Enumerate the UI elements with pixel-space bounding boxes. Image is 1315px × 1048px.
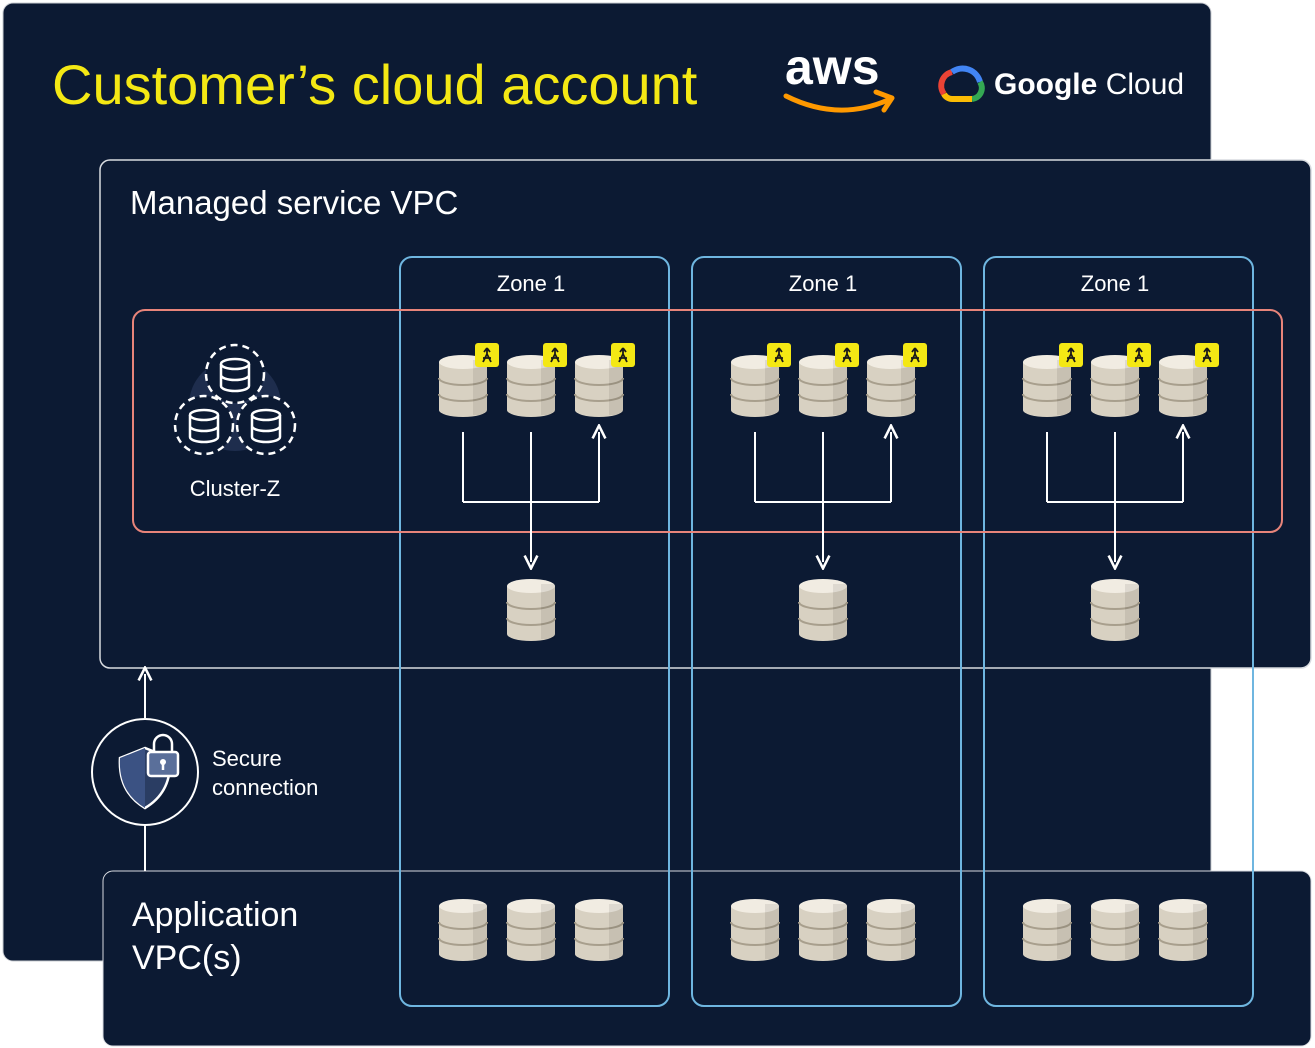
aws-label: aws	[785, 39, 880, 95]
cluster-label: Cluster-Z	[190, 476, 280, 501]
storage-db-icon	[798, 578, 848, 642]
aws-logo: aws	[783, 39, 895, 113]
node-badge-icon	[1058, 342, 1084, 368]
page-title: Customer’s cloud account	[52, 53, 698, 116]
secure-connection-label-line2: connection	[212, 775, 318, 800]
application-vpc-label-line2: VPC(s)	[132, 939, 242, 977]
node-badge-icon	[766, 342, 792, 368]
zone-label-3: Zone 1	[1081, 271, 1150, 296]
app-db-icon	[438, 898, 488, 962]
secure-connection-label-line1: Secure	[212, 746, 282, 771]
zone-3-nodes	[1022, 342, 1220, 642]
zone-box-2	[691, 256, 962, 1007]
node-badge-icon	[474, 342, 500, 368]
cluster-databases-icon	[173, 343, 297, 456]
storage-db-icon	[1090, 578, 1140, 642]
google-cloud-logo: Google Cloud	[938, 65, 1184, 102]
google-label: Google	[994, 68, 1097, 101]
app-db-icon	[1158, 898, 1208, 962]
shield-lock-icon	[91, 718, 199, 826]
google-cloud-label: Google Cloud	[994, 68, 1184, 101]
application-vpc-panel	[102, 870, 1312, 1047]
node-badge-icon	[834, 342, 860, 368]
managed-vpc-panel	[99, 159, 1312, 669]
zone-box-3	[983, 256, 1254, 1007]
zone-label-1: Zone 1	[497, 271, 566, 296]
aws-smile-arrow-icon	[783, 93, 891, 113]
app-db-icon	[866, 898, 916, 962]
node-badge-icon	[902, 342, 928, 368]
app-db-icon	[1022, 898, 1072, 962]
application-dbs	[438, 898, 1208, 962]
node-badge-icon	[542, 342, 568, 368]
zone-box-1	[399, 256, 670, 1007]
node-badge-icon	[1194, 342, 1220, 368]
app-db-icon	[506, 898, 556, 962]
cluster-box	[132, 309, 1283, 533]
app-db-icon	[730, 898, 780, 962]
app-db-icon	[574, 898, 624, 962]
zone-2-nodes	[730, 342, 928, 642]
zone-label-2: Zone 1	[789, 271, 858, 296]
app-db-icon	[1090, 898, 1140, 962]
zone-1-nodes	[438, 342, 636, 642]
managed-vpc-label: Managed service VPC	[130, 184, 458, 221]
node-badge-icon	[610, 342, 636, 368]
google-cloud-icon	[938, 65, 985, 102]
cloud-label: Cloud	[1106, 68, 1184, 101]
app-db-icon	[798, 898, 848, 962]
application-vpc-label-line1: Application	[132, 896, 298, 934]
storage-db-icon	[506, 578, 556, 642]
node-badge-icon	[1126, 342, 1152, 368]
